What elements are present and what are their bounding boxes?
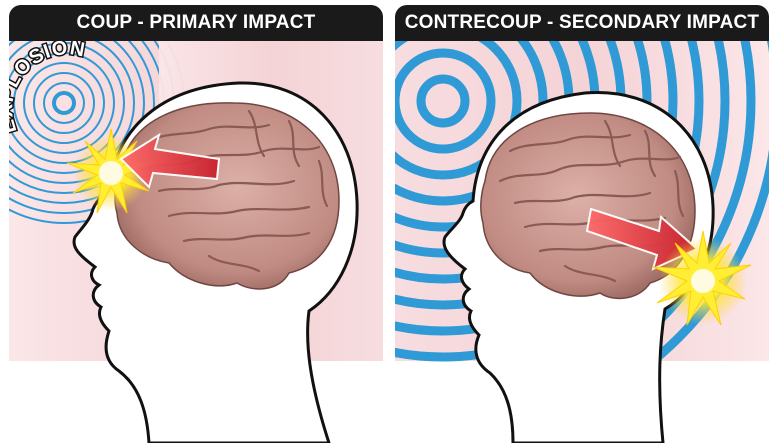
contrecoup-illustration: [395, 41, 769, 443]
coup-illustration: EXPLOSION: [9, 41, 383, 443]
contrecoup-panel: CONTRECOUP - SECONDARY IMPACT: [395, 5, 769, 443]
contrecoup-panel-title: CONTRECOUP - SECONDARY IMPACT: [395, 5, 769, 41]
coup-panel: COUP - PRIMARY IMPACT: [9, 5, 383, 443]
coup-panel-title: COUP - PRIMARY IMPACT: [9, 5, 383, 41]
